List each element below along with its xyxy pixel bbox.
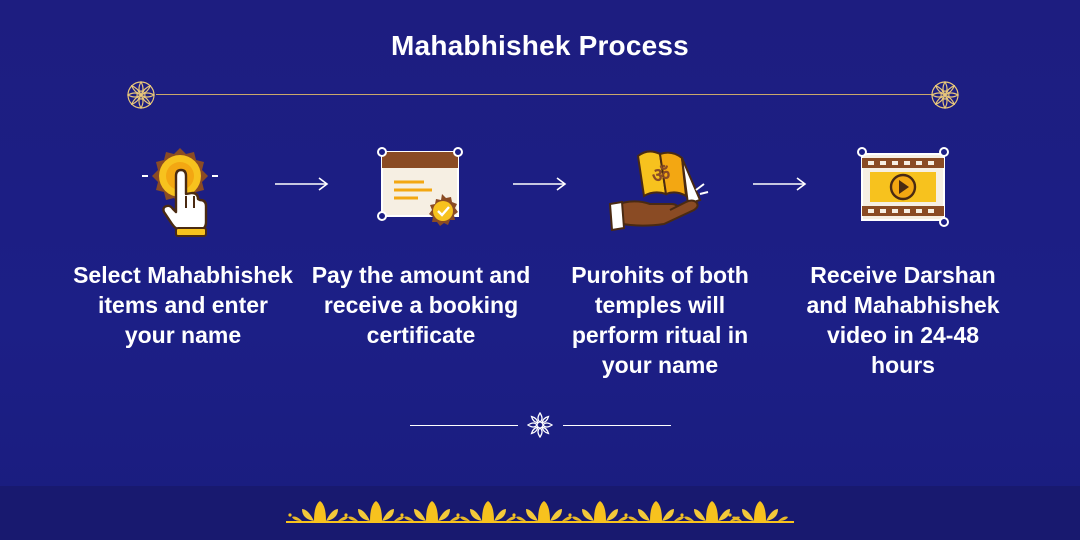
tap-finger-icon <box>142 148 218 237</box>
arrow-right-icon <box>513 177 567 191</box>
bottom-divider-line <box>410 425 518 426</box>
svg-text:ॐ: ॐ <box>652 163 670 187</box>
video-play-icon <box>857 147 949 227</box>
om-scripture-icon: ॐ <box>608 150 709 232</box>
arrow-right-icon <box>753 177 807 191</box>
step-1-text: Select Mahabhishek items and enter your … <box>73 262 293 348</box>
bottom-divider-line <box>563 425 671 426</box>
step-3-text: Purohits of both temples will perform ri… <box>571 262 749 378</box>
certificate-icon <box>377 147 463 226</box>
step-2-text: Pay the amount and receive a booking cer… <box>311 262 531 348</box>
mandala-icon <box>930 80 960 110</box>
step-4-text: Receive Darshan and Mahabhishek video in… <box>806 262 1000 378</box>
page-title: Mahabhishek Process <box>391 30 689 61</box>
flower-icon <box>527 412 553 438</box>
lotus-pattern-icon <box>286 501 794 523</box>
arrow-right-icon <box>275 177 329 191</box>
top-divider-line <box>156 94 932 95</box>
mandala-icon <box>126 80 156 110</box>
